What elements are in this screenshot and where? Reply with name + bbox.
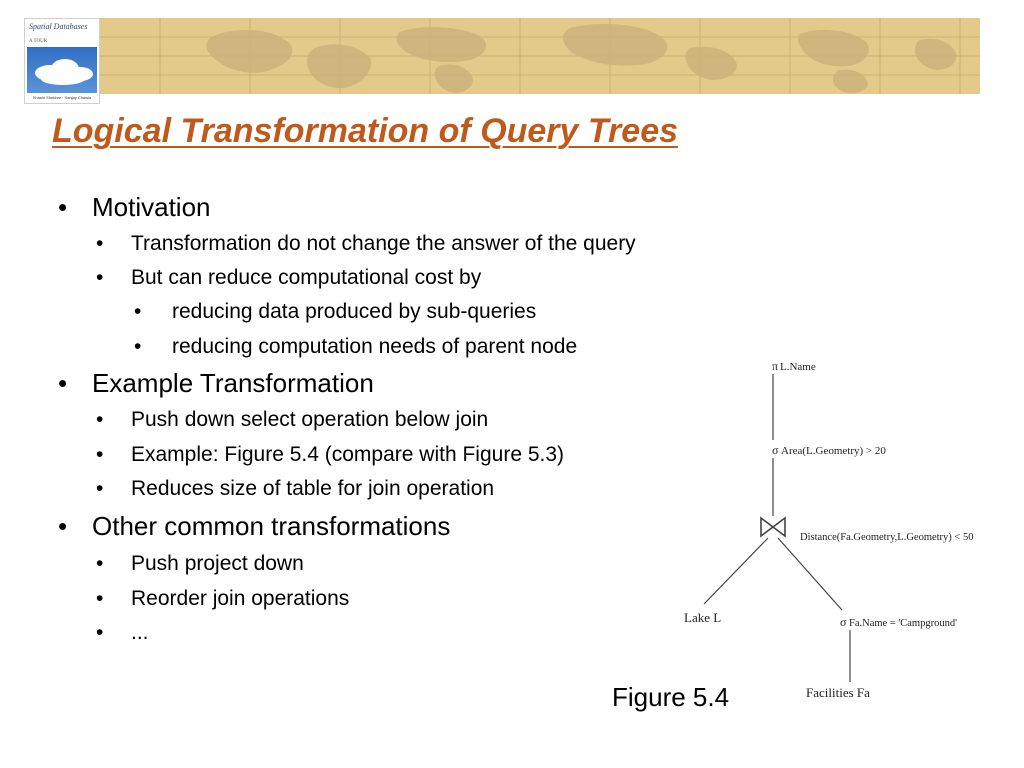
bullet-item: • Push down select operation below join <box>96 408 488 432</box>
world-map-graphic <box>100 18 980 94</box>
query-tree-diagram: π L.Name σ Area(L.Geometry) > 20 Distanc… <box>684 359 973 700</box>
bullet-glyph: • <box>96 408 104 431</box>
bullet-glyph: • <box>58 192 68 222</box>
bullet-item: • Reorder join operations <box>96 587 349 611</box>
bullet-item: • reducing data produced by sub-queries <box>134 300 536 324</box>
header-banner <box>100 18 980 94</box>
bullet-glyph: • <box>96 443 104 466</box>
bullet-glyph: • <box>134 300 142 323</box>
book-cover-authors: Shashi Shekhar · Sanjay Chawla <box>32 95 92 100</box>
right-leaf-label: Facilities Fa <box>806 685 870 700</box>
bullet-item: • Transformation do not change the answe… <box>96 232 636 256</box>
bullet-glyph: • <box>96 266 104 289</box>
bullet-text: Motivation <box>92 192 211 222</box>
bullet-text: Reorder join operations <box>131 587 350 610</box>
bullet-text: Transformation do not change the answer … <box>131 232 636 255</box>
bullet-glyph: • <box>58 511 68 541</box>
tree-edge <box>777 537 843 611</box>
bullet-item: • reducing computation needs of parent n… <box>134 335 577 359</box>
book-cover: Spatial Databases A TOUR Shashi Shekhar … <box>24 18 100 104</box>
bullet-glyph: • <box>96 477 104 500</box>
bullet-text: ... <box>131 621 149 644</box>
figure-caption: Figure 5.4 <box>612 682 730 712</box>
bullet-text: Push project down <box>131 552 304 575</box>
select-symbol: σ <box>772 443 779 457</box>
bullet-item: • ... <box>96 621 149 645</box>
bullet-glyph: • <box>96 621 104 644</box>
project-symbol: π <box>772 359 778 373</box>
bullet-text: Example Transformation <box>92 368 374 398</box>
bullet-glyph: • <box>134 335 142 358</box>
bullet-item: • Example Transformation <box>58 368 374 399</box>
tree-edge <box>703 537 769 605</box>
bullet-text: Reduces size of table for join operation <box>131 477 495 500</box>
bullet-text: reducing data produced by sub-queries <box>172 300 537 323</box>
slide-title: Logical Transformation of Query Trees <box>52 112 679 150</box>
bullet-text: Push down select operation below join <box>131 408 489 431</box>
join-icon <box>760 516 786 538</box>
join-label: Distance(Fa.Geometry,L.Geometry) < 50 <box>800 532 973 543</box>
bullet-item: • Motivation <box>58 192 211 223</box>
book-cover-image <box>27 47 97 93</box>
left-leaf-label: Lake L <box>684 610 721 625</box>
bullet-glyph: • <box>96 232 104 255</box>
bullet-text: Other common transformations <box>92 511 451 541</box>
book-cover-title: Spatial Databases <box>29 22 88 31</box>
select-label: Area(L.Geometry) > 20 <box>781 445 886 457</box>
bullet-item: • Reduces size of table for join operati… <box>96 477 494 501</box>
bullet-text: Example: Figure 5.4 (compare with Figure… <box>131 443 565 466</box>
bullet-glyph: • <box>96 587 104 610</box>
bullet-text: But can reduce computational cost by <box>131 266 482 289</box>
right-select-symbol: σ <box>840 615 847 629</box>
bullet-glyph: • <box>58 368 68 398</box>
book-cover-subtitle: A TOUR <box>29 39 48 44</box>
bullet-item: • Example: Figure 5.4 (compare with Figu… <box>96 443 564 467</box>
bullet-glyph: • <box>96 552 104 575</box>
bullet-text: reducing computation needs of parent nod… <box>172 335 578 358</box>
bullet-item: • But can reduce computational cost by <box>96 266 481 290</box>
bullet-item: • Push project down <box>96 552 304 576</box>
project-label: L.Name <box>780 361 816 373</box>
bullet-item: • Other common transformations <box>58 511 450 542</box>
right-select-label: Fa.Name = 'Campground' <box>849 618 957 629</box>
